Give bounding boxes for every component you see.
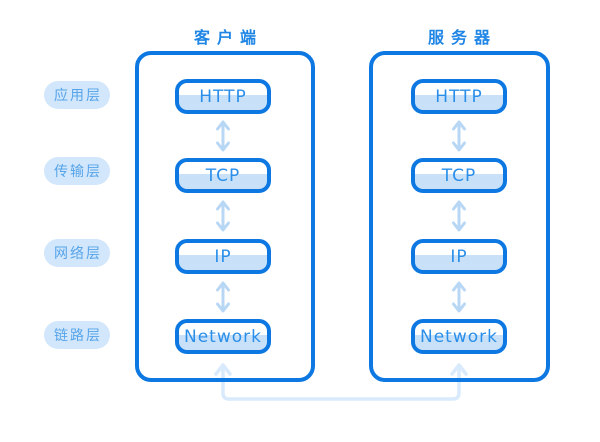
layer-label-text: 应用层 — [54, 88, 102, 104]
connector-line — [221, 365, 461, 401]
layer-label-text: 传输层 — [54, 164, 102, 180]
layer-label-network: 网络层 — [44, 239, 110, 267]
client-column-title: 客户端 — [193, 28, 263, 47]
double-arrow-icon — [216, 120, 230, 152]
server-network-box: Network — [411, 319, 507, 354]
connector-up-arrow-icon-left — [214, 363, 232, 376]
layer-label-text: 网络层 — [54, 246, 102, 262]
layer-label-link: 链路层 — [44, 321, 110, 349]
double-arrow-icon — [216, 200, 230, 232]
connector-up-arrow-icon-right — [450, 363, 468, 376]
server-column-title: 服务器 — [427, 28, 497, 47]
client-tcp-box: TCP — [175, 158, 271, 193]
double-arrow-icon — [452, 200, 466, 232]
double-arrow-icon — [452, 281, 466, 313]
client-panel — [135, 51, 315, 382]
server-tcp-box: TCP — [411, 158, 507, 193]
client-ip-box: IP — [175, 239, 271, 274]
server-panel — [369, 51, 550, 382]
client-network-box: Network — [175, 319, 271, 354]
double-arrow-icon — [452, 120, 466, 152]
server-ip-box: IP — [411, 239, 507, 274]
double-arrow-icon — [216, 281, 230, 313]
layer-label-application: 应用层 — [44, 81, 110, 109]
server-http-box: HTTP — [411, 79, 507, 114]
client-http-box: HTTP — [175, 79, 271, 114]
layer-label-text: 链路层 — [54, 328, 102, 344]
layer-label-transport: 传输层 — [44, 157, 110, 185]
connector-path-group — [214, 363, 468, 401]
